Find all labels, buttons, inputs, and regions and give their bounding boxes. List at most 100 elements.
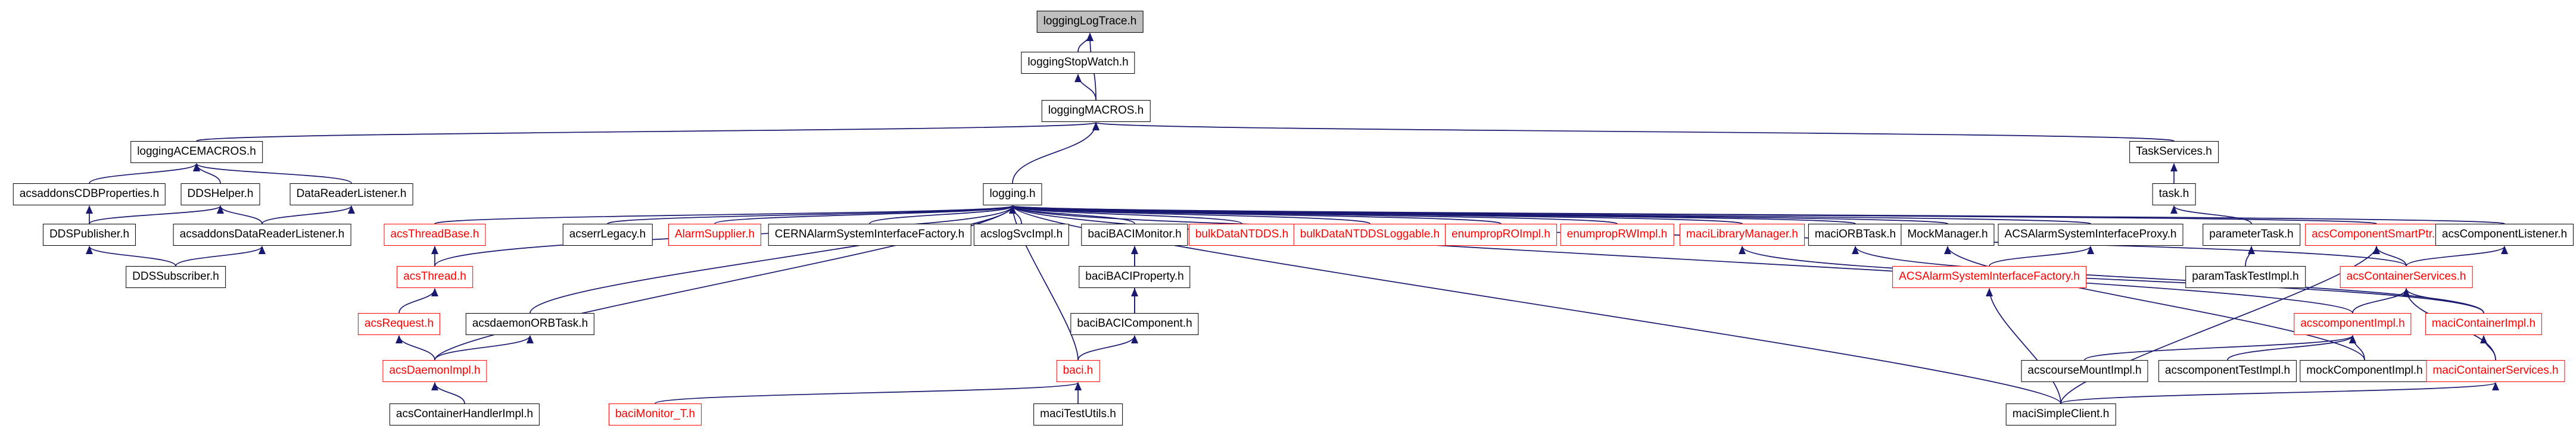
include-edge-maciSimpleClient-to-maciContainerServices xyxy=(2060,382,2499,404)
graph-node-acsContainerServices[interactable]: acsContainerServices.h xyxy=(2340,266,2473,288)
include-edge-acsdaemonORBTask-to-logging xyxy=(529,205,1016,314)
include-edge-acsContainerServices-to-acsComponentListener xyxy=(2406,246,2508,267)
graph-node-acsDaemonImpl[interactable]: acsDaemonImpl.h xyxy=(382,360,487,382)
graph-node-acslogSvcImpl[interactable]: acslogSvcImpl.h xyxy=(973,224,1070,246)
include-edge-loggingStopWatch-to-loggingLogTrace xyxy=(1077,33,1094,52)
graph-node-baciBACIMonitor[interactable]: baciBACIMonitor.h xyxy=(1081,224,1188,246)
include-edge-ACSAlarmSystemInterfaceFactory-to-ACSAlarmSystemInterfaceProxy xyxy=(1989,246,2094,267)
graph-node-AlarmSupplier[interactable]: AlarmSupplier.h xyxy=(668,224,762,246)
graph-node-paramTaskTestImpl[interactable]: paramTaskTestImpl.h xyxy=(2185,266,2306,288)
include-edge-acserrLegacy-to-logging xyxy=(607,205,1016,224)
include-edge-paramTaskTestImpl-to-parameterTask xyxy=(2245,246,2255,267)
graph-node-loggingACEMACROS[interactable]: loggingACEMACROS.h xyxy=(130,141,263,163)
include-edge-baci-to-baciBACIComponent xyxy=(1077,335,1138,361)
graph-node-baci[interactable]: baci.h xyxy=(1056,360,1100,382)
include-edge-maciSimpleClient-to-ACSAlarmSystemInterfaceFactory xyxy=(1986,288,2061,404)
include-edge-AlarmSupplier-to-logging xyxy=(714,205,1016,224)
include-edge-bulkDataNTDDS-to-logging xyxy=(1009,205,1242,224)
include-edge-acsaddonsDataReaderListener-to-DDSHelper xyxy=(217,205,263,224)
graph-node-acscomponentTestImpl[interactable]: acscomponentTestImpl.h xyxy=(2158,360,2297,382)
graph-node-acsdaemonORBTask[interactable]: acsdaemonORBTask.h xyxy=(465,313,595,335)
include-edge-DDSHelper-to-loggingACEMACROS xyxy=(193,163,221,184)
include-edge-maciContainerImpl-to-acsContainerServices xyxy=(2403,288,2484,314)
include-edge-DDSPublisher-to-DDSHelper xyxy=(89,205,224,224)
include-edge-baciBACIMonitor-to-logging xyxy=(1009,205,1135,224)
include-edge-acscomponentImpl-to-acsContainerServices xyxy=(2352,288,2410,314)
graph-node-DataReaderListener[interactable]: DataReaderListener.h xyxy=(289,183,413,205)
include-edge-acsaddonsDataReaderListener-to-DataReaderListener xyxy=(261,205,355,224)
graph-node-acsRequest[interactable]: acsRequest.h xyxy=(357,313,441,335)
graph-node-acserrLegacy[interactable]: acserrLegacy.h xyxy=(562,224,653,246)
include-edge-acscomponentImpl-to-logging xyxy=(1009,205,2353,314)
graph-node-loggingMACROS[interactable]: loggingMACROS.h xyxy=(1041,100,1151,122)
include-edge-acslogSvcImpl-to-logging xyxy=(1009,205,1022,224)
include-edge-baciMonitor_T-to-baci xyxy=(655,382,1082,404)
graph-node-acscomponentImpl[interactable]: acscomponentImpl.h xyxy=(2294,313,2412,335)
include-edge-DataReaderListener-to-loggingACEMACROS xyxy=(193,163,352,184)
include-edge-parameterTask-to-task xyxy=(2170,205,2252,224)
graph-node-parameterTask[interactable]: parameterTask.h xyxy=(2203,224,2300,246)
graph-node-acsaddonsDataReaderListener[interactable]: acsaddonsDataReaderListener.h xyxy=(173,224,351,246)
graph-node-enumpropROImpl[interactable]: enumpropROImpl.h xyxy=(1445,224,1557,246)
include-edge-MockManager-to-logging xyxy=(1010,205,1948,224)
graph-node-task[interactable]: task.h xyxy=(2152,183,2196,205)
graph-node-baciBACIComponent[interactable]: baciBACIComponent.h xyxy=(1070,313,1199,335)
graph-node-DDSPublisher[interactable]: DDSPublisher.h xyxy=(42,224,136,246)
graph-node-loggingStopWatch[interactable]: loggingStopWatch.h xyxy=(1021,52,1135,74)
graph-node-acsComponentSmartPtr[interactable]: acsComponentSmartPtr.h xyxy=(2305,224,2448,246)
graph-node-MockManager[interactable]: MockManager.h xyxy=(1901,224,1995,246)
graph-node-baciBACIProperty[interactable]: baciBACIProperty.h xyxy=(1079,266,1191,288)
graph-node-maciORBTask[interactable]: maciORBTask.h xyxy=(1808,224,1903,246)
include-edge-acsRequest-to-acsThread xyxy=(398,288,438,314)
include-edge-mockComponentImpl-to-MockManager xyxy=(1944,246,2365,361)
include-edge-mockComponentImpl-to-acscomponentImpl xyxy=(2349,335,2365,361)
graph-node-DDSSubscriber[interactable]: DDSSubscriber.h xyxy=(126,266,226,288)
graph-node-enumpropRWImpl[interactable]: enumpropRWImpl.h xyxy=(1560,224,1674,246)
include-edge-enumpropROImpl-to-logging xyxy=(1009,205,1502,224)
include-edge-loggingMACROS-to-loggingStopWatch xyxy=(1074,74,1097,101)
graph-node-loggingLogTrace[interactable]: loggingLogTrace.h xyxy=(1036,11,1144,33)
graph-node-maciTestUtils[interactable]: maciTestUtils.h xyxy=(1033,403,1123,426)
include-edge-DDSSubscriber-to-DDSPublisher xyxy=(86,246,176,267)
include-edge-acsThreadBase-to-logging xyxy=(434,205,1016,224)
graph-node-acsThread[interactable]: acsThread.h xyxy=(397,266,473,288)
include-edge-TaskServices-to-loggingMACROS xyxy=(1093,122,2175,142)
graph-node-maciSimpleClient[interactable]: maciSimpleClient.h xyxy=(2005,403,2116,426)
graph-node-ACSAlarmSystemInterfaceFactory[interactable]: ACSAlarmSystemInterfaceFactory.h xyxy=(1892,266,2086,288)
graph-node-acscourseMountImpl[interactable]: acscourseMountImpl.h xyxy=(2021,360,2148,382)
include-edge-acsaddonsCDBProperties-to-loggingACEMACROS xyxy=(89,163,200,184)
graph-node-acsComponentListener[interactable]: acsComponentListener.h xyxy=(2435,224,2574,246)
graph-node-logging[interactable]: logging.h xyxy=(983,183,1042,205)
graph-node-acsContainerHandlerImpl[interactable]: acsContainerHandlerImpl.h xyxy=(389,403,540,426)
include-edge-maciContainerServices-to-maciContainerImpl xyxy=(2480,335,2496,361)
graph-node-acsThreadBase[interactable]: acsThreadBase.h xyxy=(384,224,486,246)
include-edge-acscourseMountImpl-to-acscomponentImpl xyxy=(2084,335,2356,361)
include-edge-acscomponentTestImpl-to-acscomponentImpl xyxy=(2227,335,2356,361)
include-edge-DDSSubscriber-to-acsaddonsDataReaderListener xyxy=(175,246,266,267)
include-edge-CERNAlarmSystemInterfaceFactory-to-logging xyxy=(869,205,1016,224)
graph-node-maciContainerImpl[interactable]: maciContainerImpl.h xyxy=(2425,313,2543,335)
graph-node-maciContainerServices[interactable]: maciContainerServices.h xyxy=(2426,360,2565,382)
graph-node-ACSAlarmSystemInterfaceProxy[interactable]: ACSAlarmSystemInterfaceProxy.h xyxy=(1998,224,2183,246)
graph-node-bulkDataNTDDS[interactable]: bulkDataNTDDS.h xyxy=(1188,224,1295,246)
include-edge-maciORBTask-to-logging xyxy=(1010,205,1856,224)
include-edge-loggingACEMACROS-to-loggingMACROS xyxy=(196,122,1099,142)
graph-node-CERNAlarmSystemInterfaceFactory[interactable]: CERNAlarmSystemInterfaceFactory.h xyxy=(768,224,971,246)
include-edge-acsDaemonImpl-to-acsdaemonORBTask xyxy=(434,335,534,361)
graph-node-bulkDataNTDDSLoggable[interactable]: bulkDataNTDDSLoggable.h xyxy=(1293,224,1447,246)
graph-node-maciLibraryManager[interactable]: maciLibraryManager.h xyxy=(1680,224,1805,246)
include-edge-ACSAlarmSystemInterfaceProxy-to-logging xyxy=(1010,205,2091,224)
include-edge-bulkDataNTDDSLoggable-to-logging xyxy=(1009,205,1370,224)
include-edge-maciLibraryManager-to-logging xyxy=(1010,205,1743,224)
graph-node-acsaddonsCDBProperties[interactable]: acsaddonsCDBProperties.h xyxy=(13,183,166,205)
include-edge-acsComponentSmartPtr-to-logging xyxy=(1010,205,2377,224)
graph-node-baciMonitor_T[interactable]: baciMonitor_T.h xyxy=(608,403,702,426)
graph-node-DDSHelper[interactable]: DDSHelper.h xyxy=(180,183,260,205)
include-edge-enumpropRWImpl-to-logging xyxy=(1009,205,1618,224)
graph-node-mockComponentImpl[interactable]: mockComponentImpl.h xyxy=(2300,360,2429,382)
include-edge-acsContainerHandlerImpl-to-acsDaemonImpl xyxy=(431,382,465,404)
include-edge-acsDaemonImpl-to-acsRequest xyxy=(395,335,435,361)
graph-node-TaskServices[interactable]: TaskServices.h xyxy=(2129,141,2219,163)
include-edge-logging-to-loggingMACROS xyxy=(1012,122,1099,184)
